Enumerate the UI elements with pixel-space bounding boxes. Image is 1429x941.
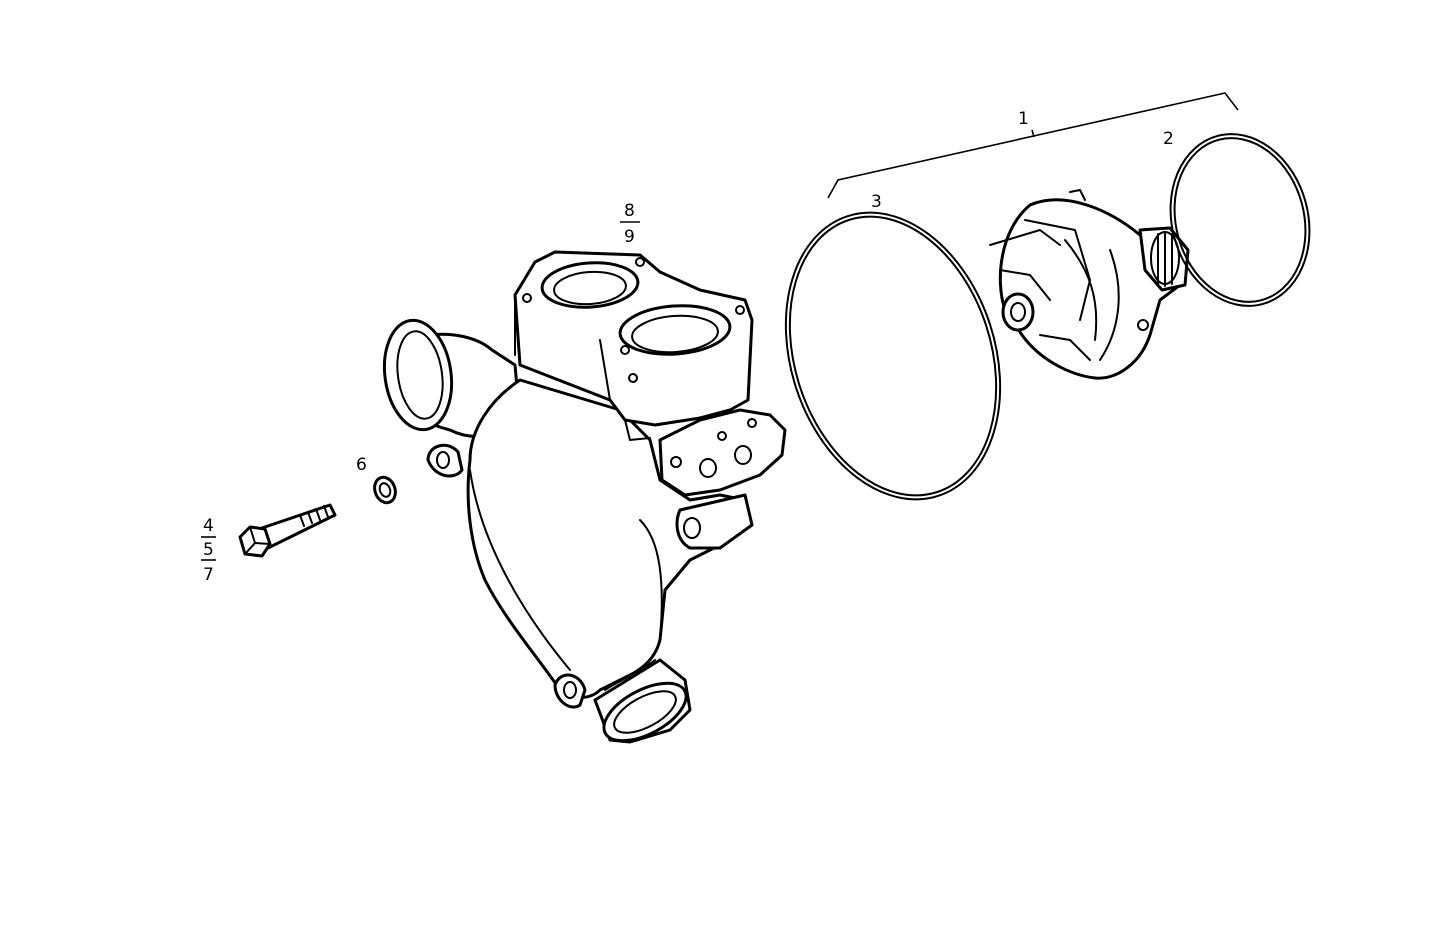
outlet-port-upper	[540, 261, 640, 309]
impeller-assembly	[989, 189, 1190, 380]
block-bolt-hole	[522, 293, 532, 303]
bottom-outlet-pipe	[593, 658, 692, 744]
pump-housing	[382, 250, 787, 744]
outlet-port-lower	[618, 304, 732, 356]
callout-9: 9	[624, 227, 635, 247]
callout-8: 8	[624, 201, 635, 221]
callout-4: 4	[203, 516, 214, 536]
callout-6: 6	[356, 455, 367, 475]
mounting-lug	[675, 493, 754, 550]
callout-labels: 1 2 3 4 5 7 6 8 9	[201, 109, 1174, 585]
o-ring-small	[1169, 133, 1311, 307]
callout-7: 7	[203, 565, 214, 585]
block-bolt-hole	[735, 305, 745, 315]
hex-bolt	[238, 503, 337, 558]
callout-5: 5	[203, 540, 214, 560]
callout-1: 1	[1018, 109, 1029, 129]
block-bolt-hole	[628, 373, 638, 383]
mounting-lug	[553, 673, 587, 709]
callout-2: 2	[1163, 129, 1174, 149]
mounting-lug	[426, 443, 464, 478]
side-flange	[658, 408, 787, 497]
assembly-bracket	[827, 92, 1239, 199]
side-inlet-pipe	[382, 318, 522, 439]
callout-3: 3	[871, 192, 882, 212]
o-ring-large	[784, 211, 1002, 501]
block-bolt-hole	[620, 345, 630, 355]
block-bolt-hole	[635, 257, 645, 267]
volute-body	[466, 378, 752, 699]
sealing-washer	[373, 475, 397, 505]
